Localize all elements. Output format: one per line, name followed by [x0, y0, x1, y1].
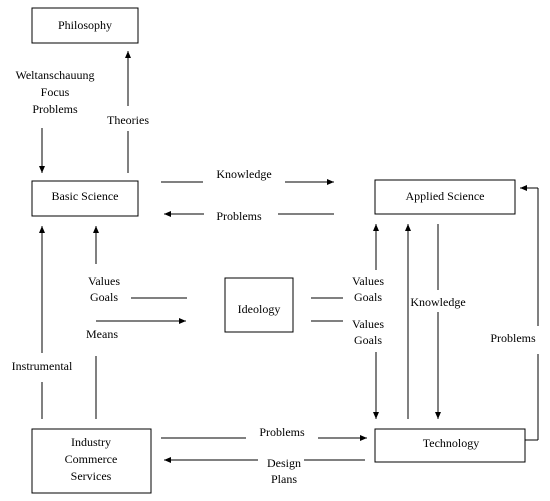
focus-label: Focus: [41, 85, 70, 99]
knowledge-top-label: Knowledge: [216, 167, 271, 181]
values-right-label-2: Values: [352, 317, 384, 331]
industry-label: Industry: [71, 435, 111, 449]
values-right-label-1: Values: [352, 274, 384, 288]
plans-label: Plans: [271, 472, 297, 486]
industry-node: Industry Commerce Services: [31, 428, 152, 494]
means-label: Means: [86, 327, 118, 341]
theories-label: Theories: [107, 113, 149, 127]
commerce-label: Commerce: [65, 452, 118, 466]
goals-left-label: Goals: [90, 290, 118, 304]
technology-label: Technology: [423, 436, 479, 450]
technology-node: Technology: [374, 428, 526, 463]
applied-science-node: Applied Science: [374, 179, 516, 215]
services-label: Services: [71, 469, 112, 483]
basic-science-node: Basic Science: [31, 180, 139, 217]
design-label: Design: [267, 456, 301, 470]
values-left-label: Values: [88, 274, 120, 288]
basic-science-label: Basic Science: [52, 189, 119, 203]
philosophy-label: Philosophy: [58, 18, 112, 32]
problems-top-label: Problems: [216, 209, 262, 223]
instrumental-label: Instrumental: [12, 359, 73, 373]
goals-right-label-1: Goals: [354, 290, 382, 304]
knowledge-right-label: Knowledge: [410, 295, 465, 309]
problems-right-label: Problems: [490, 331, 536, 345]
ideology-label: Ideology: [238, 302, 281, 316]
goals-right-label-2: Goals: [354, 333, 382, 347]
problems-philosophy-label: Problems: [32, 102, 78, 116]
weltanschauung-label: Weltanschauung: [15, 68, 94, 82]
philosophy-node: Philosophy: [31, 7, 139, 44]
ideology-node: Ideology: [224, 277, 294, 333]
applied-science-label: Applied Science: [406, 189, 485, 203]
problems-bottom-label: Problems: [259, 425, 305, 439]
